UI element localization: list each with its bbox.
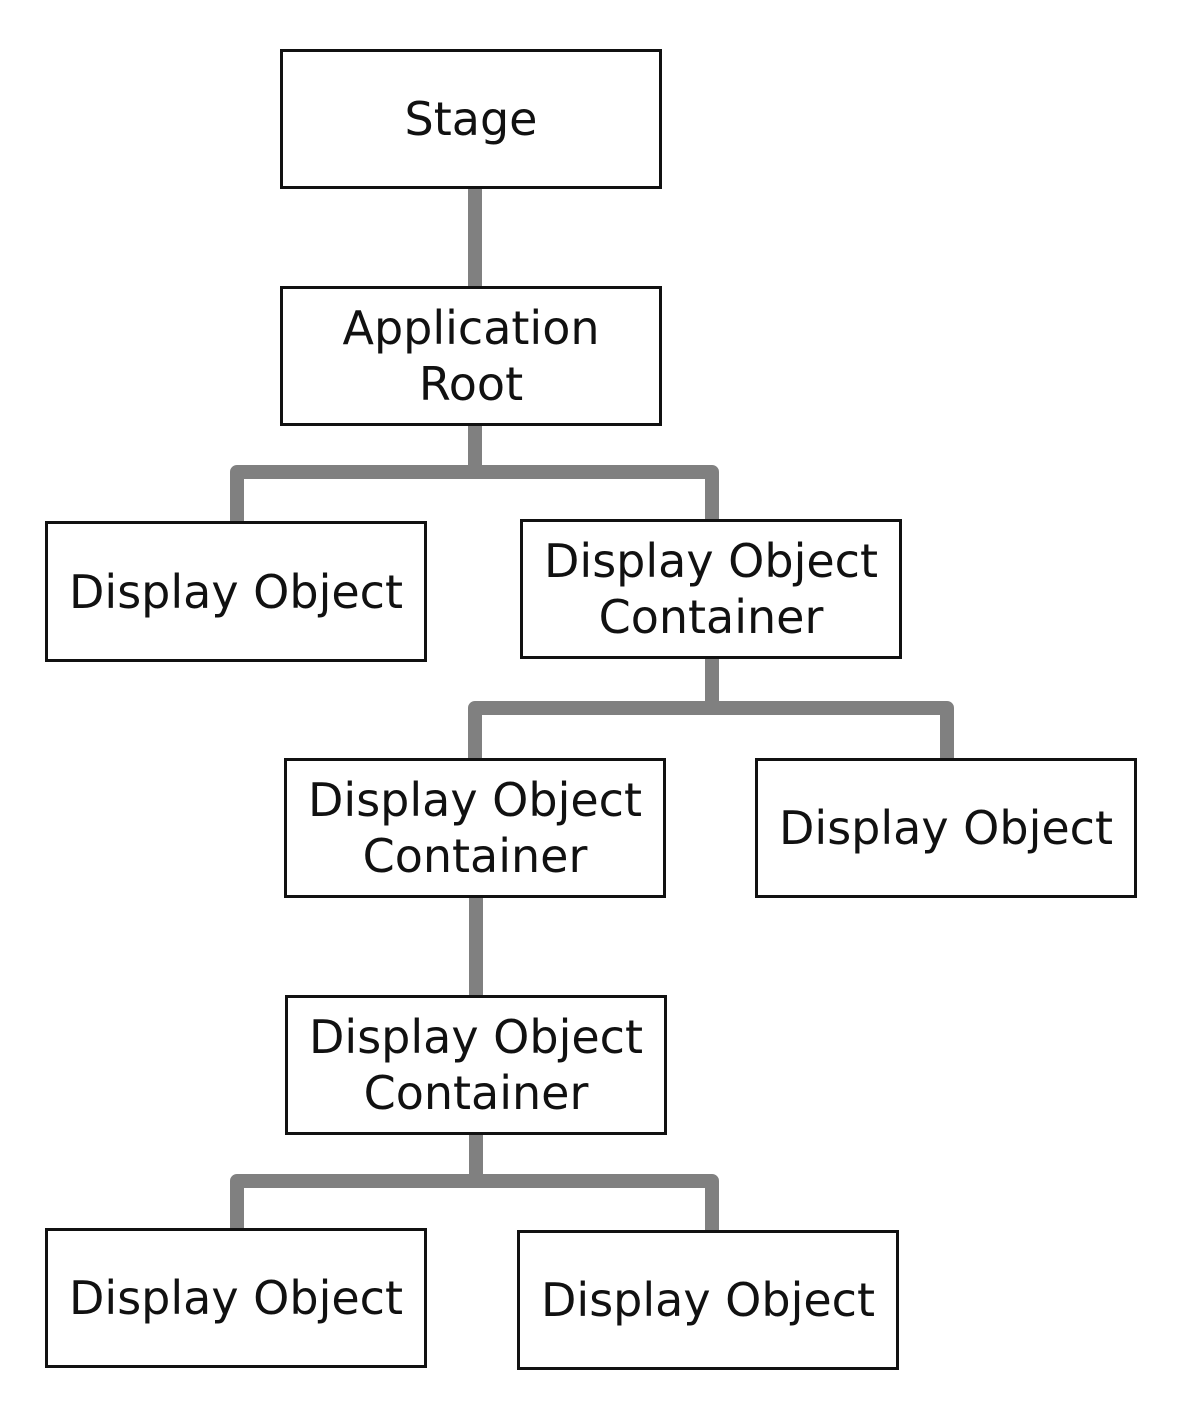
display-object-container-label-line-2: Container [598,590,824,644]
display-object-label: Display Object [69,564,403,619]
stage-node: Stage [280,49,662,189]
display-object-container-node: Display Object Container [284,758,666,898]
display-object-label: Display Object [541,1273,875,1327]
connector-app-root-to-children [230,425,719,522]
application-root-label-line-1: Application [342,301,600,355]
display-object-node: Display Object [755,758,1137,898]
display-object-container-node: Display Object Container [285,995,667,1135]
display-object-label: Display Object [69,1271,403,1325]
application-root-label-line-2: Root [418,357,524,411]
connector-container-1-to-children [468,658,954,759]
display-object-label: Display Object [779,801,1113,855]
application-root-node: Application Root [280,286,662,426]
display-object-node: Display Object [45,521,427,662]
connector-container-3-to-children [230,1134,719,1231]
display-object-container-label-line-1: Display Object [309,1010,643,1064]
display-object-container-label-line-2: Container [363,1066,589,1120]
display-object-node: Display Object [517,1230,899,1370]
display-object-container-label-line-1: Display Object [544,534,878,588]
display-object-node: Display Object [45,1228,427,1368]
stage-node-label: Stage [404,92,538,146]
display-object-container-label-line-1: Display Object [308,773,642,827]
display-object-container-label-line-2: Container [362,829,588,883]
display-object-container-node: Display Object Container [520,519,902,659]
